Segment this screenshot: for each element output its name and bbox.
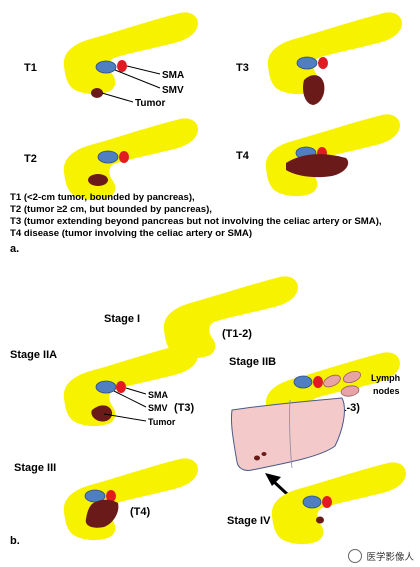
sma-t1 bbox=[117, 60, 127, 72]
stage-iia-diagram: Stage IIA SMA SMV Tumor (T3) bbox=[10, 344, 198, 427]
tumor-leader-a bbox=[101, 92, 134, 103]
lymph-node-3 bbox=[340, 385, 360, 397]
sma-stage-iii bbox=[106, 490, 116, 502]
tumor-t2 bbox=[88, 174, 108, 186]
smv-leader-a bbox=[114, 69, 161, 89]
liver-metastasis-2 bbox=[261, 452, 267, 456]
lymph-label-line2: nodes bbox=[373, 386, 400, 396]
tumor-stage-iii bbox=[85, 499, 119, 528]
liver bbox=[230, 397, 345, 472]
smv-stage-iib bbox=[293, 375, 313, 389]
tumor-stage-iv bbox=[316, 516, 324, 524]
panel-b-label: b. bbox=[10, 535, 20, 547]
pancreas-t2 bbox=[63, 118, 198, 201]
tumor-t4 bbox=[286, 154, 349, 178]
tumor-t3 bbox=[303, 75, 325, 105]
caption-line-t2: T2 (tumor ≥2 cm, but bounded by pancreas… bbox=[10, 204, 212, 215]
sma-t3 bbox=[318, 57, 328, 69]
tumor-t1 bbox=[91, 88, 103, 98]
stage-iv-diagram: Stage IV bbox=[227, 397, 406, 545]
stage-iib-diagram: Stage IIB Lymph nodes (T1-3) bbox=[229, 352, 400, 435]
tumor-label-b: Tumor bbox=[148, 417, 176, 427]
caption-line-t1: T1 (<2-cm tumor, bounded by pancreas), bbox=[10, 192, 195, 203]
t1-label: T1 bbox=[24, 62, 37, 74]
stage-iv-label: Stage IV bbox=[227, 515, 271, 527]
smv-stage-iia bbox=[95, 380, 117, 394]
stage-i-diagram: Stage I (T1-2) bbox=[104, 276, 298, 359]
tumor-stage-iia bbox=[91, 405, 113, 422]
sma-leader-b bbox=[125, 387, 147, 395]
stage-i-note: (T1-2) bbox=[222, 328, 252, 340]
sma-t2 bbox=[119, 151, 129, 163]
sma-stage-iv bbox=[322, 496, 332, 508]
stage-iii-note: (T4) bbox=[130, 506, 151, 518]
t3-diagram: T3 bbox=[236, 12, 402, 105]
watermark-text: 医学影像人 bbox=[366, 552, 414, 563]
sma-label-b: SMA bbox=[148, 390, 169, 400]
lymph-node-2 bbox=[342, 370, 362, 384]
stage-iii-label: Stage III bbox=[14, 462, 56, 474]
lymph-label-line1: Lymph bbox=[371, 373, 400, 383]
sma-stage-iib bbox=[313, 376, 323, 388]
stage-iia-label: Stage IIA bbox=[10, 349, 57, 361]
stage-i-label: Stage I bbox=[104, 313, 140, 325]
liver-lobe-line bbox=[289, 399, 293, 469]
pancreas-stage-iii bbox=[63, 458, 198, 541]
sma-leader-a bbox=[126, 65, 161, 75]
watermark-logo-icon bbox=[348, 549, 363, 563]
stage-iib-label: Stage IIB bbox=[229, 356, 276, 368]
t2-label: T2 bbox=[24, 153, 37, 165]
watermark: 医学影像人 bbox=[348, 549, 414, 563]
panel-a-label: a. bbox=[10, 243, 20, 255]
lymph-node-1 bbox=[323, 374, 341, 388]
sma-stage-iia bbox=[116, 381, 126, 393]
t3-label: T3 bbox=[236, 62, 249, 74]
pancreas-t1 bbox=[63, 12, 198, 95]
sma-label-a: SMA bbox=[162, 70, 184, 81]
pancreas-stage-iv bbox=[271, 462, 406, 545]
tumor-leader-b bbox=[103, 413, 147, 422]
smv-stage-iii bbox=[84, 489, 106, 503]
t1-diagram: T1 SMA SMV Tumor bbox=[24, 12, 198, 109]
stage-iia-note: (T3) bbox=[174, 402, 195, 414]
smv-label-b: SMV bbox=[148, 403, 168, 413]
smv-stage-iv bbox=[302, 495, 322, 509]
metastasis-arrow-head bbox=[265, 473, 281, 486]
caption-line-t4: T4 disease (tumor involving the celiac a… bbox=[10, 228, 253, 239]
t4-diagram: T4 bbox=[236, 114, 400, 197]
liver-metastasis-1 bbox=[254, 455, 260, 461]
smv-t3 bbox=[296, 56, 318, 70]
caption-line-t3: T3 (tumor extending beyond pancreas but … bbox=[10, 216, 382, 227]
smv-t2 bbox=[97, 150, 119, 164]
pancreas-t3 bbox=[267, 12, 402, 95]
smv-t1 bbox=[95, 60, 117, 74]
smv-leader-b bbox=[113, 390, 147, 408]
tumor-label-a: Tumor bbox=[135, 98, 165, 109]
t2-diagram: T2 bbox=[24, 118, 198, 201]
stage-iii-diagram: Stage III (T4) bbox=[14, 458, 198, 541]
pancreas-t4 bbox=[265, 114, 400, 197]
t4-label: T4 bbox=[236, 150, 250, 162]
smv-label-a: SMV bbox=[162, 85, 184, 96]
